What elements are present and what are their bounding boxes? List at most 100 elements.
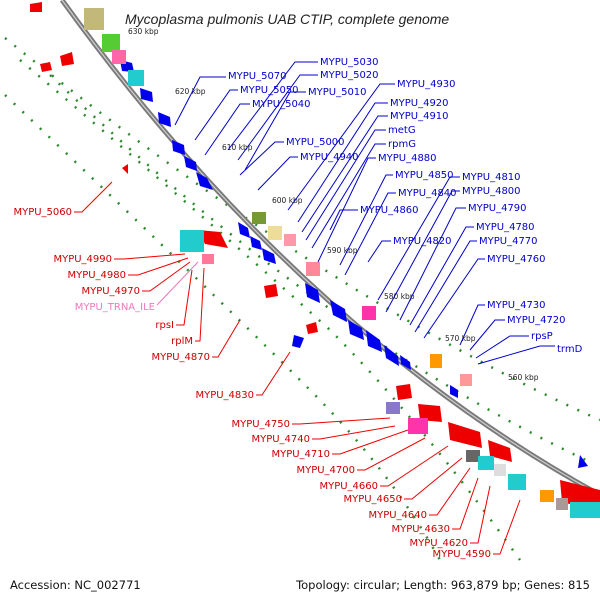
gene-arrow: [262, 248, 276, 264]
gene-label[interactable]: MYPU_4800: [462, 186, 521, 197]
gene-label[interactable]: MYPU_4780: [476, 222, 535, 233]
feature-box: [252, 212, 266, 224]
kbp-tick: 580 kbp: [384, 292, 415, 301]
forward-leader-lines: [174, 61, 555, 365]
gene-label[interactable]: MYPU_4790: [468, 203, 527, 214]
gene-arrow: [450, 385, 458, 398]
leader-line: [311, 143, 386, 249]
leader-line: [409, 226, 474, 326]
gene-label[interactable]: MYPU_4930: [397, 79, 456, 90]
gene-label[interactable]: MYPU_5050: [240, 85, 299, 96]
gene-label[interactable]: MYPU_4740: [251, 434, 310, 445]
leader-line: [385, 190, 460, 313]
feature-box: [556, 498, 568, 510]
gene-label[interactable]: rpsP: [531, 331, 553, 342]
gene-label[interactable]: MYPU_4730: [487, 300, 546, 311]
leader-line: [114, 253, 186, 260]
leader-line: [332, 429, 409, 455]
gene-label[interactable]: MYPU_4660: [319, 481, 378, 492]
gene-arrow: [158, 112, 171, 127]
gene-arrow: [196, 172, 213, 190]
feature-box: [478, 456, 494, 470]
leader-line: [305, 129, 386, 241]
gene-label[interactable]: MYPU_4870: [151, 352, 210, 363]
gene-label[interactable]: MYPU_4970: [81, 286, 140, 297]
gene-label[interactable]: MYPU_4910: [390, 111, 449, 122]
gene-label[interactable]: MYPU_TRNA_ILE: [75, 302, 155, 313]
gene-label[interactable]: MYPU_4990: [53, 254, 112, 265]
map-title: Mycoplasma pulmonis UAB CTIP, complete g…: [125, 11, 449, 27]
gene-label[interactable]: MYPU_4810: [462, 172, 521, 183]
gene-label[interactable]: MYPU_5060: [13, 207, 72, 218]
gene-label[interactable]: MYPU_4980: [67, 270, 126, 281]
gene-arrow: [305, 283, 320, 303]
leader-line: [142, 261, 191, 292]
gene-label[interactable]: MYPU_4630: [391, 524, 450, 535]
feature-box: [460, 374, 472, 386]
gene-label[interactable]: MYPU_4760: [487, 254, 546, 265]
leader-line: [414, 240, 477, 333]
gene-label[interactable]: MYPU_4860: [360, 205, 419, 216]
leader-line: [312, 425, 396, 440]
gene-label[interactable]: MYPU_4880: [378, 153, 437, 164]
gene-label[interactable]: MYPU_4620: [409, 538, 468, 549]
gene-label[interactable]: rpmG: [388, 139, 416, 150]
leader-line: [459, 304, 485, 346]
gene-label[interactable]: MYPU_4840: [398, 188, 457, 199]
kbp-ticks: 630 kbp 620 kbp 610 kbp 600 kbp 590 kbp …: [128, 27, 539, 382]
feature-box: [466, 450, 480, 462]
kbp-tick: 610 kbp: [222, 143, 253, 152]
gene-label[interactable]: MYPU_4750: [231, 419, 290, 430]
gene-label[interactable]: MYPU_4650: [343, 494, 402, 505]
gene-label[interactable]: MYPU_4830: [195, 390, 254, 401]
gene-label[interactable]: rpsI: [155, 320, 174, 331]
gene-arrow: [172, 140, 185, 155]
leader-line: [256, 351, 291, 396]
leader-line: [452, 477, 479, 530]
gene-arrow: [306, 322, 318, 334]
gene-arrow: [250, 236, 262, 250]
gene-label[interactable]: MYPU_4850: [395, 170, 454, 181]
gene-label[interactable]: MYPU_4700: [296, 465, 355, 476]
kbp-tick: 620 kbp: [175, 87, 206, 96]
leader-line: [339, 174, 393, 266]
leader-line: [194, 89, 238, 141]
gene-arrow: [396, 384, 412, 400]
leader-line: [399, 207, 466, 321]
gene-arrow: [184, 156, 197, 171]
feature-box: [84, 8, 104, 30]
gene-label[interactable]: MYPU_5000: [286, 137, 345, 148]
gene-label[interactable]: MYPU_4940: [300, 152, 359, 163]
gene-label[interactable]: rplM: [171, 336, 193, 347]
leader-line: [469, 319, 505, 351]
leader-line: [292, 417, 391, 425]
gene-label[interactable]: MYPU_5010: [308, 87, 367, 98]
gene-label[interactable]: MYPU_4710: [271, 449, 330, 460]
gene-label[interactable]: metG: [388, 125, 416, 136]
feature-box: [494, 464, 506, 476]
gene-label[interactable]: trmD: [557, 344, 583, 355]
gene-label[interactable]: MYPU_4640: [368, 510, 427, 521]
accession-text: Accession: NC_002771: [10, 578, 141, 592]
leader-line: [357, 437, 426, 471]
leader-line: [493, 499, 521, 555]
leader-line: [227, 61, 318, 151]
feature-box: [508, 474, 526, 490]
gene-label[interactable]: MYPU_5020: [320, 70, 379, 81]
leader-line: [367, 240, 391, 263]
gene-label[interactable]: MYPU_4820: [393, 236, 452, 247]
gene-label[interactable]: MYPU_5040: [252, 99, 311, 110]
forward-gene-arrows: [85, 12, 588, 468]
leader-line: [423, 258, 485, 339]
leader-line: [257, 156, 298, 191]
gene-label[interactable]: MYPU_4920: [390, 98, 449, 109]
gene-label[interactable]: MYPU_4770: [479, 236, 538, 247]
gene-label[interactable]: MYPU_4720: [507, 315, 566, 326]
feature-box: [268, 226, 282, 240]
gene-label[interactable]: MYPU_5030: [320, 57, 379, 68]
gene-label[interactable]: MYPU_4590: [432, 549, 491, 560]
gene-arrow: [140, 88, 153, 102]
kbp-tick: 590 kbp: [327, 246, 358, 255]
gene-label[interactable]: MYPU_5070: [228, 71, 287, 82]
